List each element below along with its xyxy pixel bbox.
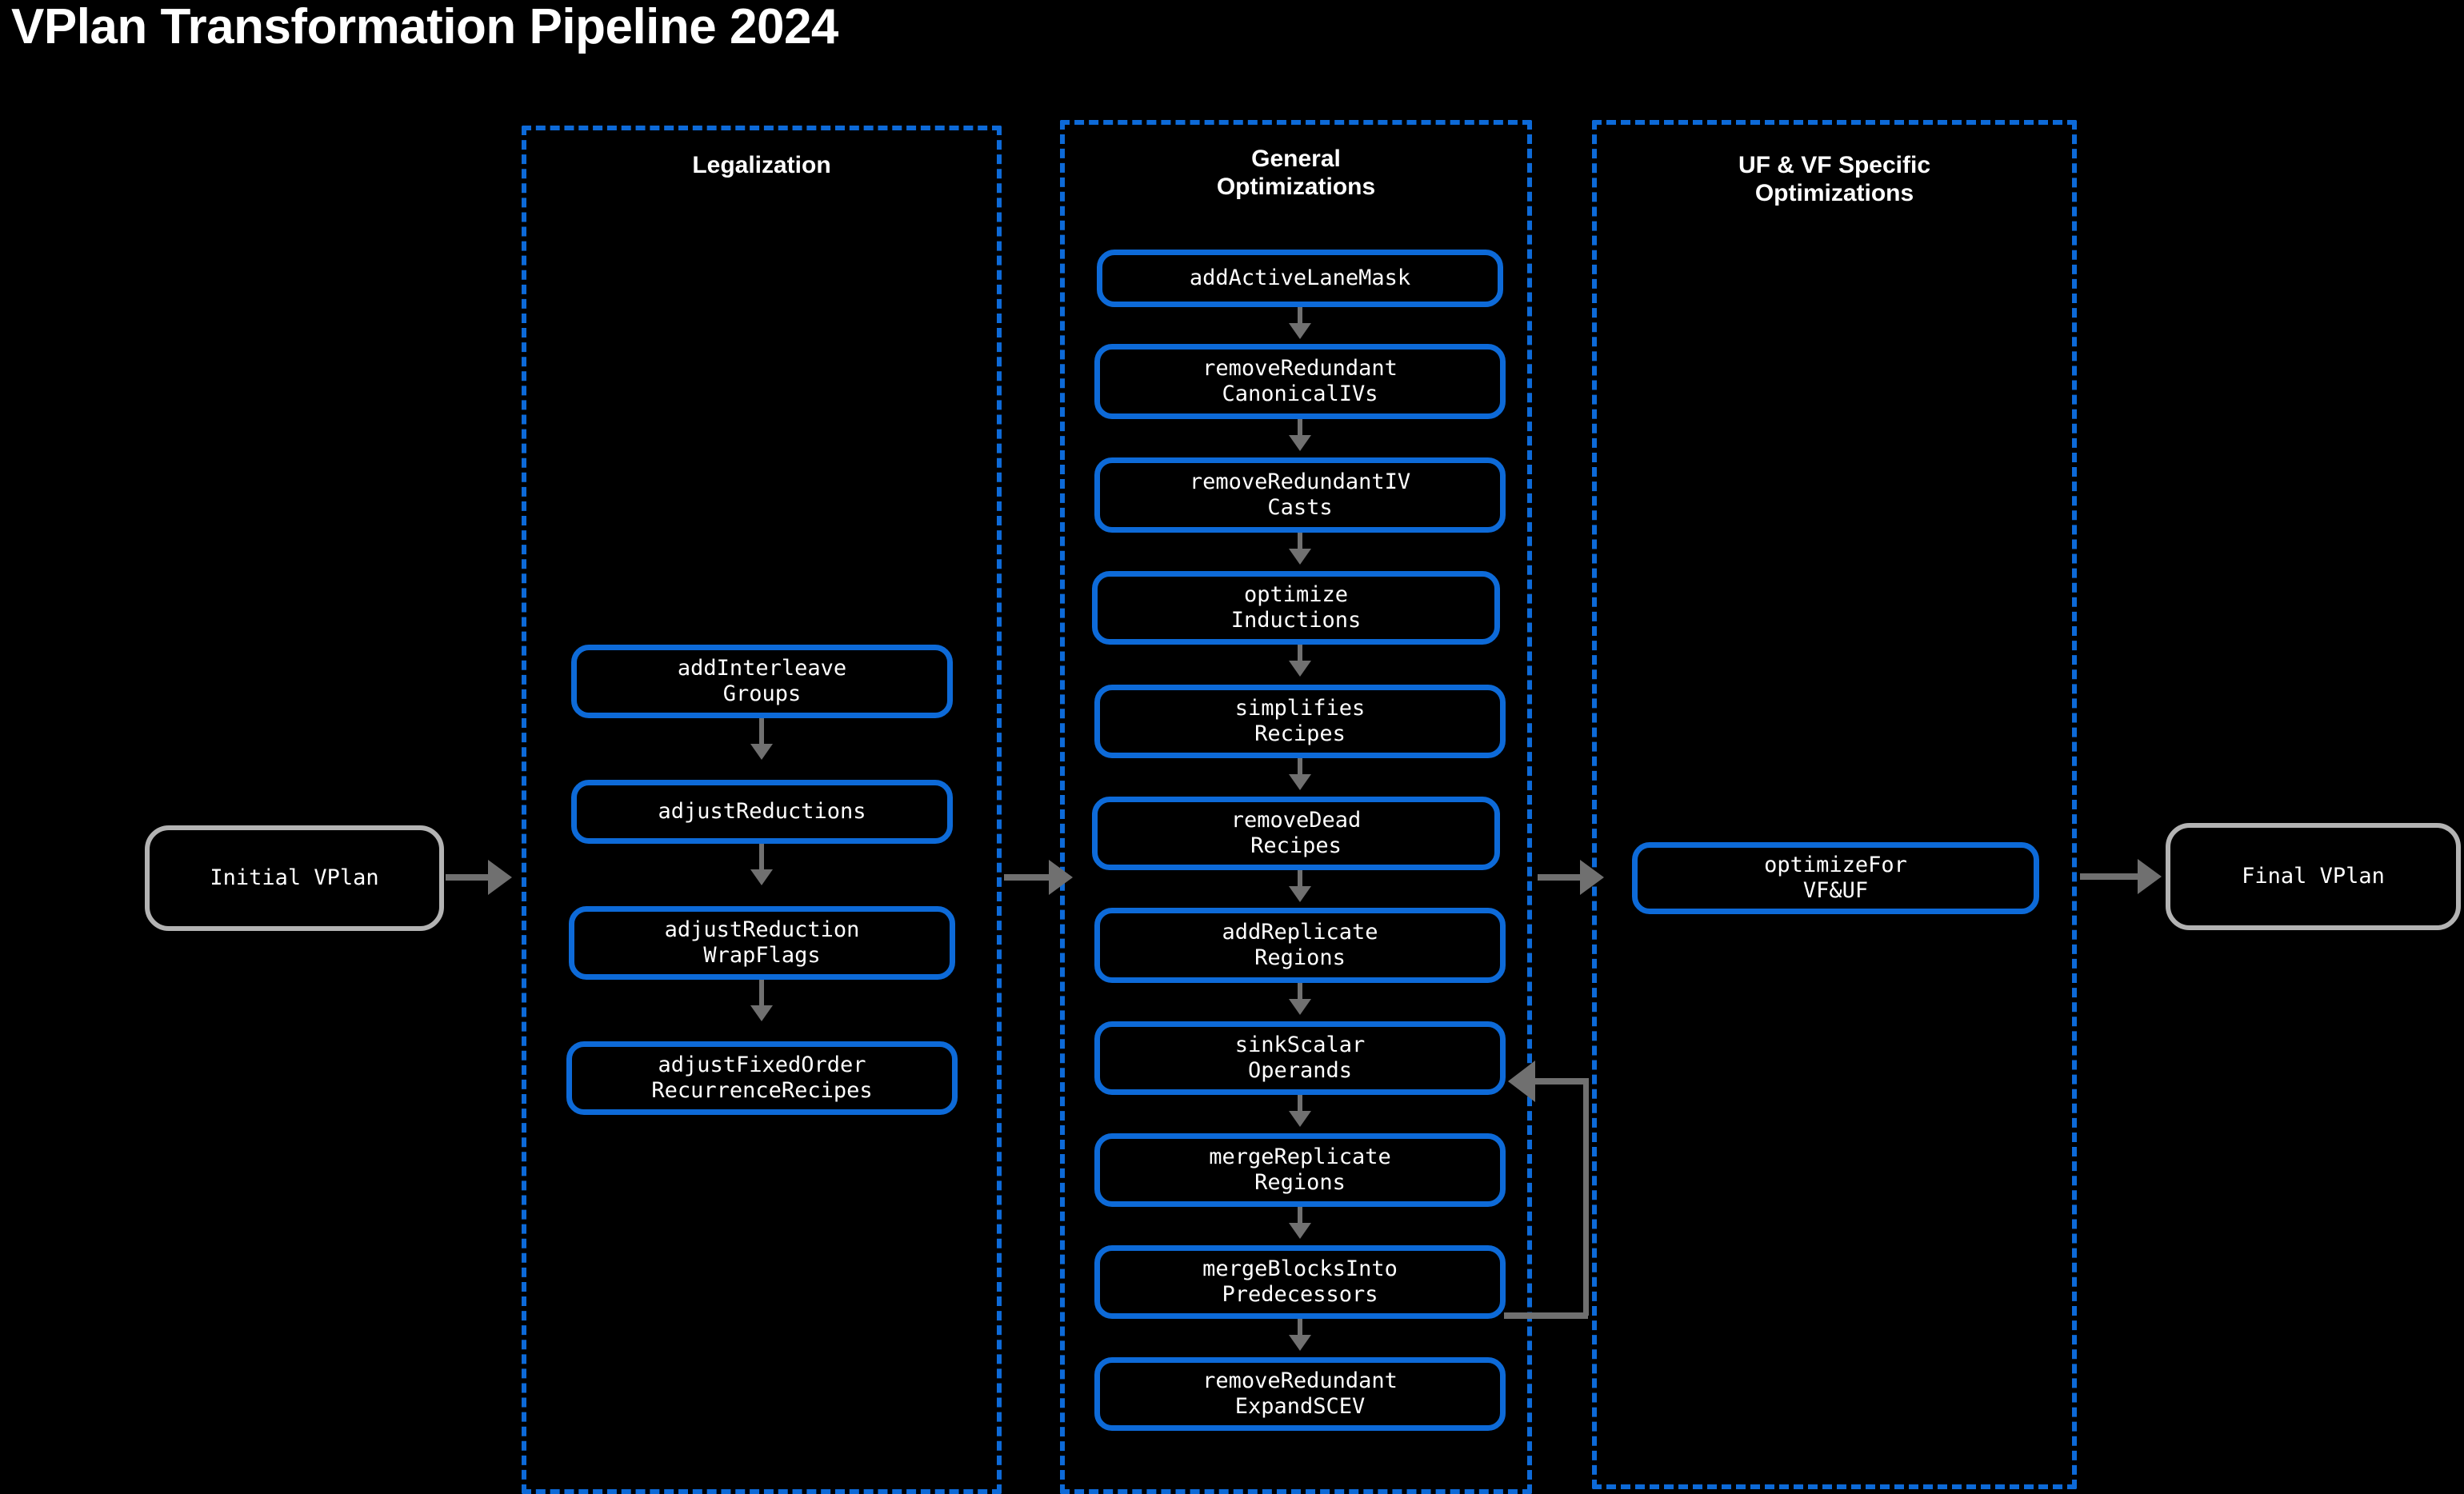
edge-ufvf-to-final (2080, 873, 2139, 880)
node-mergeblocksintopredecessors[interactable]: mergeBlocksInto Predecessors (1094, 1245, 1506, 1319)
edge-shaft (1298, 645, 1302, 664)
cluster-uf-vf-specific-optimizations-label: UF & VF Specific Optimizations (1738, 152, 1931, 206)
node-adjustreductionwrapflags[interactable]: adjustReduction WrapFlags (569, 906, 955, 980)
arrow-head (1289, 999, 1311, 1015)
node-simplifiesrecipes[interactable]: simplifies Recipes (1094, 685, 1506, 758)
feedback-edge-top (1535, 1078, 1589, 1085)
arrow-head (1289, 549, 1311, 565)
arrow-head (1289, 774, 1311, 790)
node-removeredundantcanonicalivs[interactable]: removeRedundant CanonicalIVs (1094, 344, 1506, 419)
feedback-edge-bottom (1504, 1312, 1588, 1319)
node-adjustfixedorderrecurrencerecipes[interactable]: adjustFixedOrder RecurrenceRecipes (566, 1041, 958, 1115)
node-initial-vplan[interactable]: Initial VPlan (145, 825, 444, 931)
cluster-legalization-label: Legalization (692, 152, 831, 178)
cluster-uf-vf-specific-optimizations (1592, 120, 2077, 1489)
arrow-head (750, 1005, 773, 1021)
node-addreplicateregions[interactable]: addReplicate Regions (1094, 908, 1506, 983)
node-final-vplan[interactable]: Final VPlan (2166, 823, 2461, 930)
feedback-arrow-head (1508, 1061, 1535, 1102)
node-removeredundantexpandscev[interactable]: removeRedundant ExpandSCEV (1094, 1357, 1506, 1431)
cluster-general-optimizations-label: General Optimizations (1216, 146, 1376, 200)
edge-shaft (1298, 419, 1302, 438)
arrow-head (1289, 886, 1311, 902)
edge-shaft (1298, 1319, 1302, 1338)
arrow-head (750, 869, 773, 885)
edge-shaft (759, 980, 764, 1007)
node-optimizeforvfuf[interactable]: optimizeFor VF&UF (1632, 842, 2039, 914)
arrow-head (1289, 1223, 1311, 1239)
cluster-general-optimizations (1060, 120, 1532, 1494)
node-optimizeinductions[interactable]: optimize Inductions (1092, 571, 1500, 645)
arrow-head (1289, 661, 1311, 677)
edge-shaft (759, 718, 764, 745)
edge-legalization-to-general (1004, 874, 1050, 881)
arrow-initial-to-legalization (488, 860, 512, 895)
node-sinkscalaroperands[interactable]: sinkScalar Operands (1094, 1021, 1506, 1095)
edge-shaft (1298, 758, 1302, 777)
edge-shaft (1298, 1095, 1302, 1114)
edge-general-to-ufvf (1538, 874, 1582, 881)
arrow-legalization-to-general (1049, 860, 1073, 895)
arrow-head (1289, 1111, 1311, 1127)
page-title: VPlan Transformation Pipeline 2024 (11, 0, 838, 54)
edge-shaft (1298, 533, 1302, 552)
arrow-head (1289, 323, 1311, 339)
arrow-general-to-ufvf (1580, 860, 1604, 895)
node-addinterleavegroups[interactable]: addInterleave Groups (571, 645, 953, 718)
arrow-ufvf-to-final (2138, 859, 2162, 894)
node-removedeadrecipes[interactable]: removeDead Recipes (1092, 797, 1500, 870)
node-removeredundantivcasts[interactable]: removeRedundantIV Casts (1094, 457, 1506, 533)
edge-shaft (759, 844, 764, 871)
node-addactivelanemask[interactable]: addActiveLaneMask (1097, 250, 1503, 307)
edge-shaft (1298, 1207, 1302, 1226)
feedback-edge-right (1583, 1081, 1589, 1316)
arrow-head (1289, 435, 1311, 451)
edge-initial-to-legalization (446, 874, 490, 881)
edge-shaft (1298, 870, 1302, 889)
node-adjustreductions[interactable]: adjustReductions (571, 780, 953, 844)
arrow-head (1289, 1335, 1311, 1351)
edge-shaft (1298, 983, 1302, 1002)
edge-shaft (1298, 307, 1302, 326)
node-mergereplicateregions[interactable]: mergeReplicate Regions (1094, 1133, 1506, 1207)
arrow-head (750, 744, 773, 760)
cluster-legalization (522, 126, 1002, 1494)
